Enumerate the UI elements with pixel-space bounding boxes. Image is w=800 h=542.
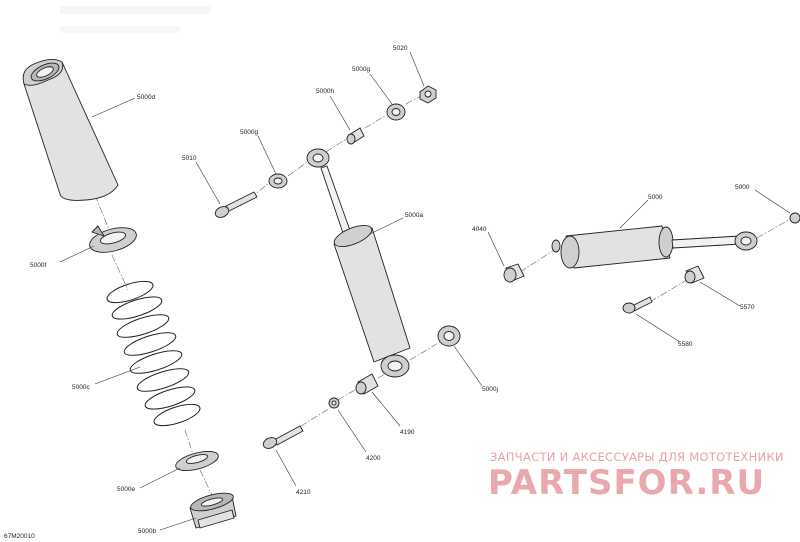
faint-header-ghost (60, 6, 210, 33)
lower-spring-seat-5000e (175, 450, 219, 472)
nut-5000-right (789, 212, 800, 224)
bolt-4210 (262, 425, 304, 449)
leader-lines (59, 51, 791, 531)
spacer-4190 (355, 373, 379, 395)
bushing-5000g-left (268, 173, 288, 189)
callout-5000j: 5000j (482, 386, 498, 393)
bushing-4040 (503, 263, 525, 283)
coil-spring-5000c (106, 280, 201, 427)
callout-5010: 5010 (182, 155, 197, 162)
callout-5580: 5580 (678, 341, 693, 348)
watermark-logo: PARTSFOR.RU (488, 463, 765, 503)
callout-5570: 5570 (740, 304, 755, 311)
callout-5000f: 5000f (30, 262, 46, 269)
callout-5000e: 5000e (117, 486, 135, 493)
bushing-5000j (437, 325, 461, 347)
shock-absorber-5000a (306, 148, 411, 378)
nut-5020 (419, 85, 437, 104)
preload-adjuster-5000b (189, 492, 237, 529)
callout-5000g-left: 5000g (240, 129, 258, 136)
callout-5000d: 5000d (137, 94, 155, 101)
shock-absorber-5000-right (551, 225, 758, 269)
dust-cover-boot-5000d (22, 59, 119, 201)
callout-5000g-top: 5000g (352, 66, 370, 73)
watermark-tagline: ЗАПЧАСТИ И АКСЕССУАРЫ ДЛЯ МОТОТЕХНИКИ (490, 450, 784, 464)
bushing-5000h (346, 127, 365, 145)
callout-5000a: 5000a (405, 212, 423, 219)
callout-4200: 4200 (366, 455, 381, 462)
callout-labels: 5000d 5000f 5000c 5000e 5000b 5020 5000g… (30, 45, 755, 535)
callout-5020: 5020 (393, 45, 408, 52)
callout-4040: 4040 (472, 226, 487, 233)
bolt-5580 (622, 296, 653, 314)
callout-5000c: 5000c (72, 384, 90, 391)
callout-4190: 4190 (400, 429, 415, 436)
spacer-5570 (684, 265, 705, 284)
partsfor-watermark: ЗАПЧАСТИ И АКСЕССУАРЫ ДЛЯ МОТОТЕХНИКИ PA… (488, 450, 784, 503)
bolt-5010 (214, 191, 258, 218)
callout-5000-center: 5000 (648, 194, 663, 201)
callout-4210: 4210 (296, 489, 311, 496)
assembly-axis-lines (94, 92, 793, 496)
callout-5000-right: 5000 (735, 184, 750, 191)
callout-5000b: 5000b (138, 528, 156, 535)
callout-5000h: 5000h (316, 88, 334, 95)
washer-4200 (328, 397, 340, 409)
drawing-number: 67M20010 (4, 533, 35, 540)
upper-spring-seat-5000f (89, 225, 137, 253)
bushing-5000g-top (386, 103, 406, 121)
